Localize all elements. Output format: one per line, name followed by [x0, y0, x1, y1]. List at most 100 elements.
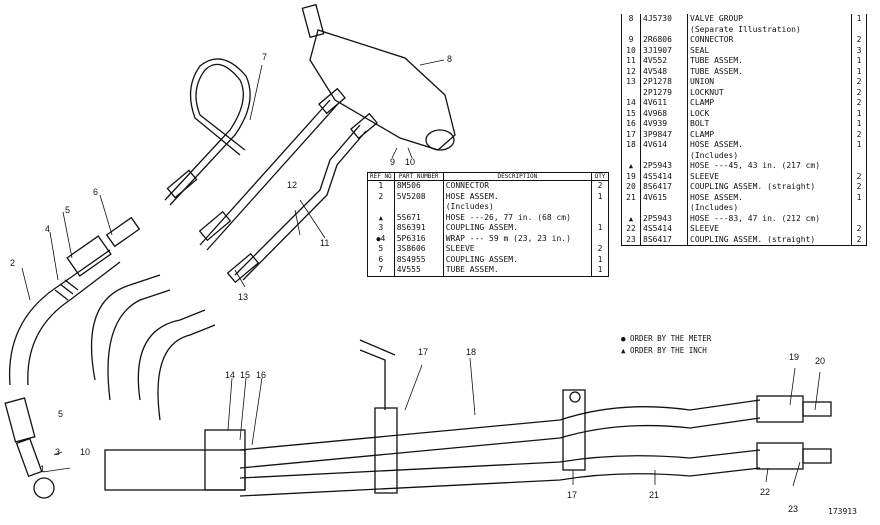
description-cell: SEAL — [687, 45, 852, 56]
callout-15: 15 — [240, 370, 250, 380]
description-cell: HOSE ---26, 77 in. (68 cm) — [443, 212, 593, 223]
ref-cell — [367, 202, 395, 213]
ref-cell: 16 — [621, 119, 641, 130]
tube-12 — [199, 99, 338, 251]
callout-22: 22 — [760, 487, 770, 497]
ref-cell — [621, 203, 641, 214]
ref-number: 2 — [378, 191, 384, 201]
callout-2: 2 — [10, 258, 15, 268]
hose-21 — [239, 449, 761, 497]
part-number-cell: 3P9847 — [640, 129, 688, 140]
callout-3-10: 10 — [80, 447, 90, 457]
ref-cell: 8 — [621, 14, 641, 25]
header-description: DESCRIPTION — [443, 172, 593, 181]
part-number-cell: 4J5730 — [640, 14, 688, 25]
callout-4: 4 — [45, 224, 50, 234]
header-part-number: PART NUMBER — [394, 172, 444, 181]
fitting-b — [198, 210, 232, 242]
qty-cell: 1 — [597, 191, 603, 201]
qty-cell: 2 — [856, 35, 862, 44]
ref-cell: 23 — [621, 234, 641, 246]
ref-cell: 14 — [621, 98, 641, 109]
ref-number: 9 — [628, 35, 634, 44]
description-cell: TUBE ASSEM. — [687, 66, 852, 77]
qty-cell: 1 — [856, 66, 862, 76]
connector-1 — [33, 477, 55, 499]
callout-5-upper: 5 — [65, 205, 70, 215]
coupling-20 — [802, 401, 832, 417]
description-cell: CONNECTOR — [443, 180, 593, 192]
ref-number: 13 — [626, 77, 636, 86]
qty-cell: 1 — [856, 119, 862, 128]
part-number-cell: 2P1279 — [640, 87, 688, 98]
ref-number: 22 — [626, 224, 636, 233]
fitting-a — [166, 169, 198, 199]
callout-14: 14 — [225, 370, 235, 380]
ref-number: 15 — [626, 108, 636, 118]
ref-cell: 12 — [621, 66, 641, 77]
description-cell: CLAMP — [687, 129, 852, 140]
qty-cell: 2 — [856, 87, 862, 97]
ref-cell: 1 — [367, 180, 395, 192]
description-cell: COUPLING ASSEM. (straight) — [687, 234, 852, 246]
callout-1: 1 — [40, 464, 45, 474]
qty-cell: 1 — [597, 223, 603, 232]
qty-cell: 2 — [856, 98, 862, 107]
qty-cell: 1 — [856, 108, 862, 118]
qty-cell — [592, 202, 609, 213]
qty-cell: 2 — [597, 244, 603, 253]
part-number-cell: 4V611 — [640, 98, 688, 109]
callout-17-upper: 17 — [418, 347, 428, 357]
description-cell: VALVE GROUP — [687, 14, 852, 25]
qty-cell: 1 — [597, 254, 603, 264]
ref-cell: 5 — [367, 244, 395, 255]
part-number-cell: 8S6417 — [640, 234, 688, 246]
clamp-17-right — [562, 389, 586, 471]
part-number-cell: 4V939 — [640, 119, 688, 130]
ref-number: 4 — [380, 233, 386, 243]
order-unit-mark: ▲ — [628, 162, 634, 170]
callout-6: 6 — [93, 187, 98, 197]
order-unit-mark: ▲ — [378, 213, 383, 222]
ref-cell: 3 — [367, 223, 395, 234]
part-number-cell — [394, 202, 444, 213]
sleeve-19 — [756, 395, 804, 423]
description-cell: (Includes) — [443, 202, 593, 213]
description-cell: LOCKNUT — [687, 87, 852, 98]
qty-cell: 2 — [856, 224, 862, 233]
description-cell: HOSE ASSEM. — [687, 140, 852, 151]
part-number-cell: 4V555 — [394, 265, 444, 276]
order-unit-mark: ● — [376, 234, 381, 243]
callout-3: 3 — [55, 447, 60, 457]
ref-cell: 18 — [621, 140, 641, 151]
qty-cell: 1 — [597, 265, 603, 274]
part-number-cell: 4S5414 — [640, 171, 688, 182]
callout-21: 21 — [649, 490, 659, 500]
description-cell: LOCK — [687, 108, 852, 119]
table-row: (Includes) — [621, 150, 867, 161]
description-cell: WRAP --- 59 m (23, 23 in.) — [443, 233, 593, 244]
figure-number: 173913 — [828, 507, 857, 516]
ref-number: 5 — [378, 244, 384, 253]
part-number-cell: 5V5208 — [394, 191, 444, 202]
ref-number: 19 — [626, 171, 636, 181]
ref-number: 10 — [626, 45, 636, 55]
description-cell: COUPLING ASSEM. — [443, 223, 593, 234]
callout-16: 16 — [256, 370, 266, 380]
part-number-cell: 8S4955 — [394, 254, 444, 265]
part-number-cell: 8M506 — [394, 180, 444, 192]
ref-number: 21 — [626, 192, 636, 202]
ref-cell — [621, 24, 641, 35]
